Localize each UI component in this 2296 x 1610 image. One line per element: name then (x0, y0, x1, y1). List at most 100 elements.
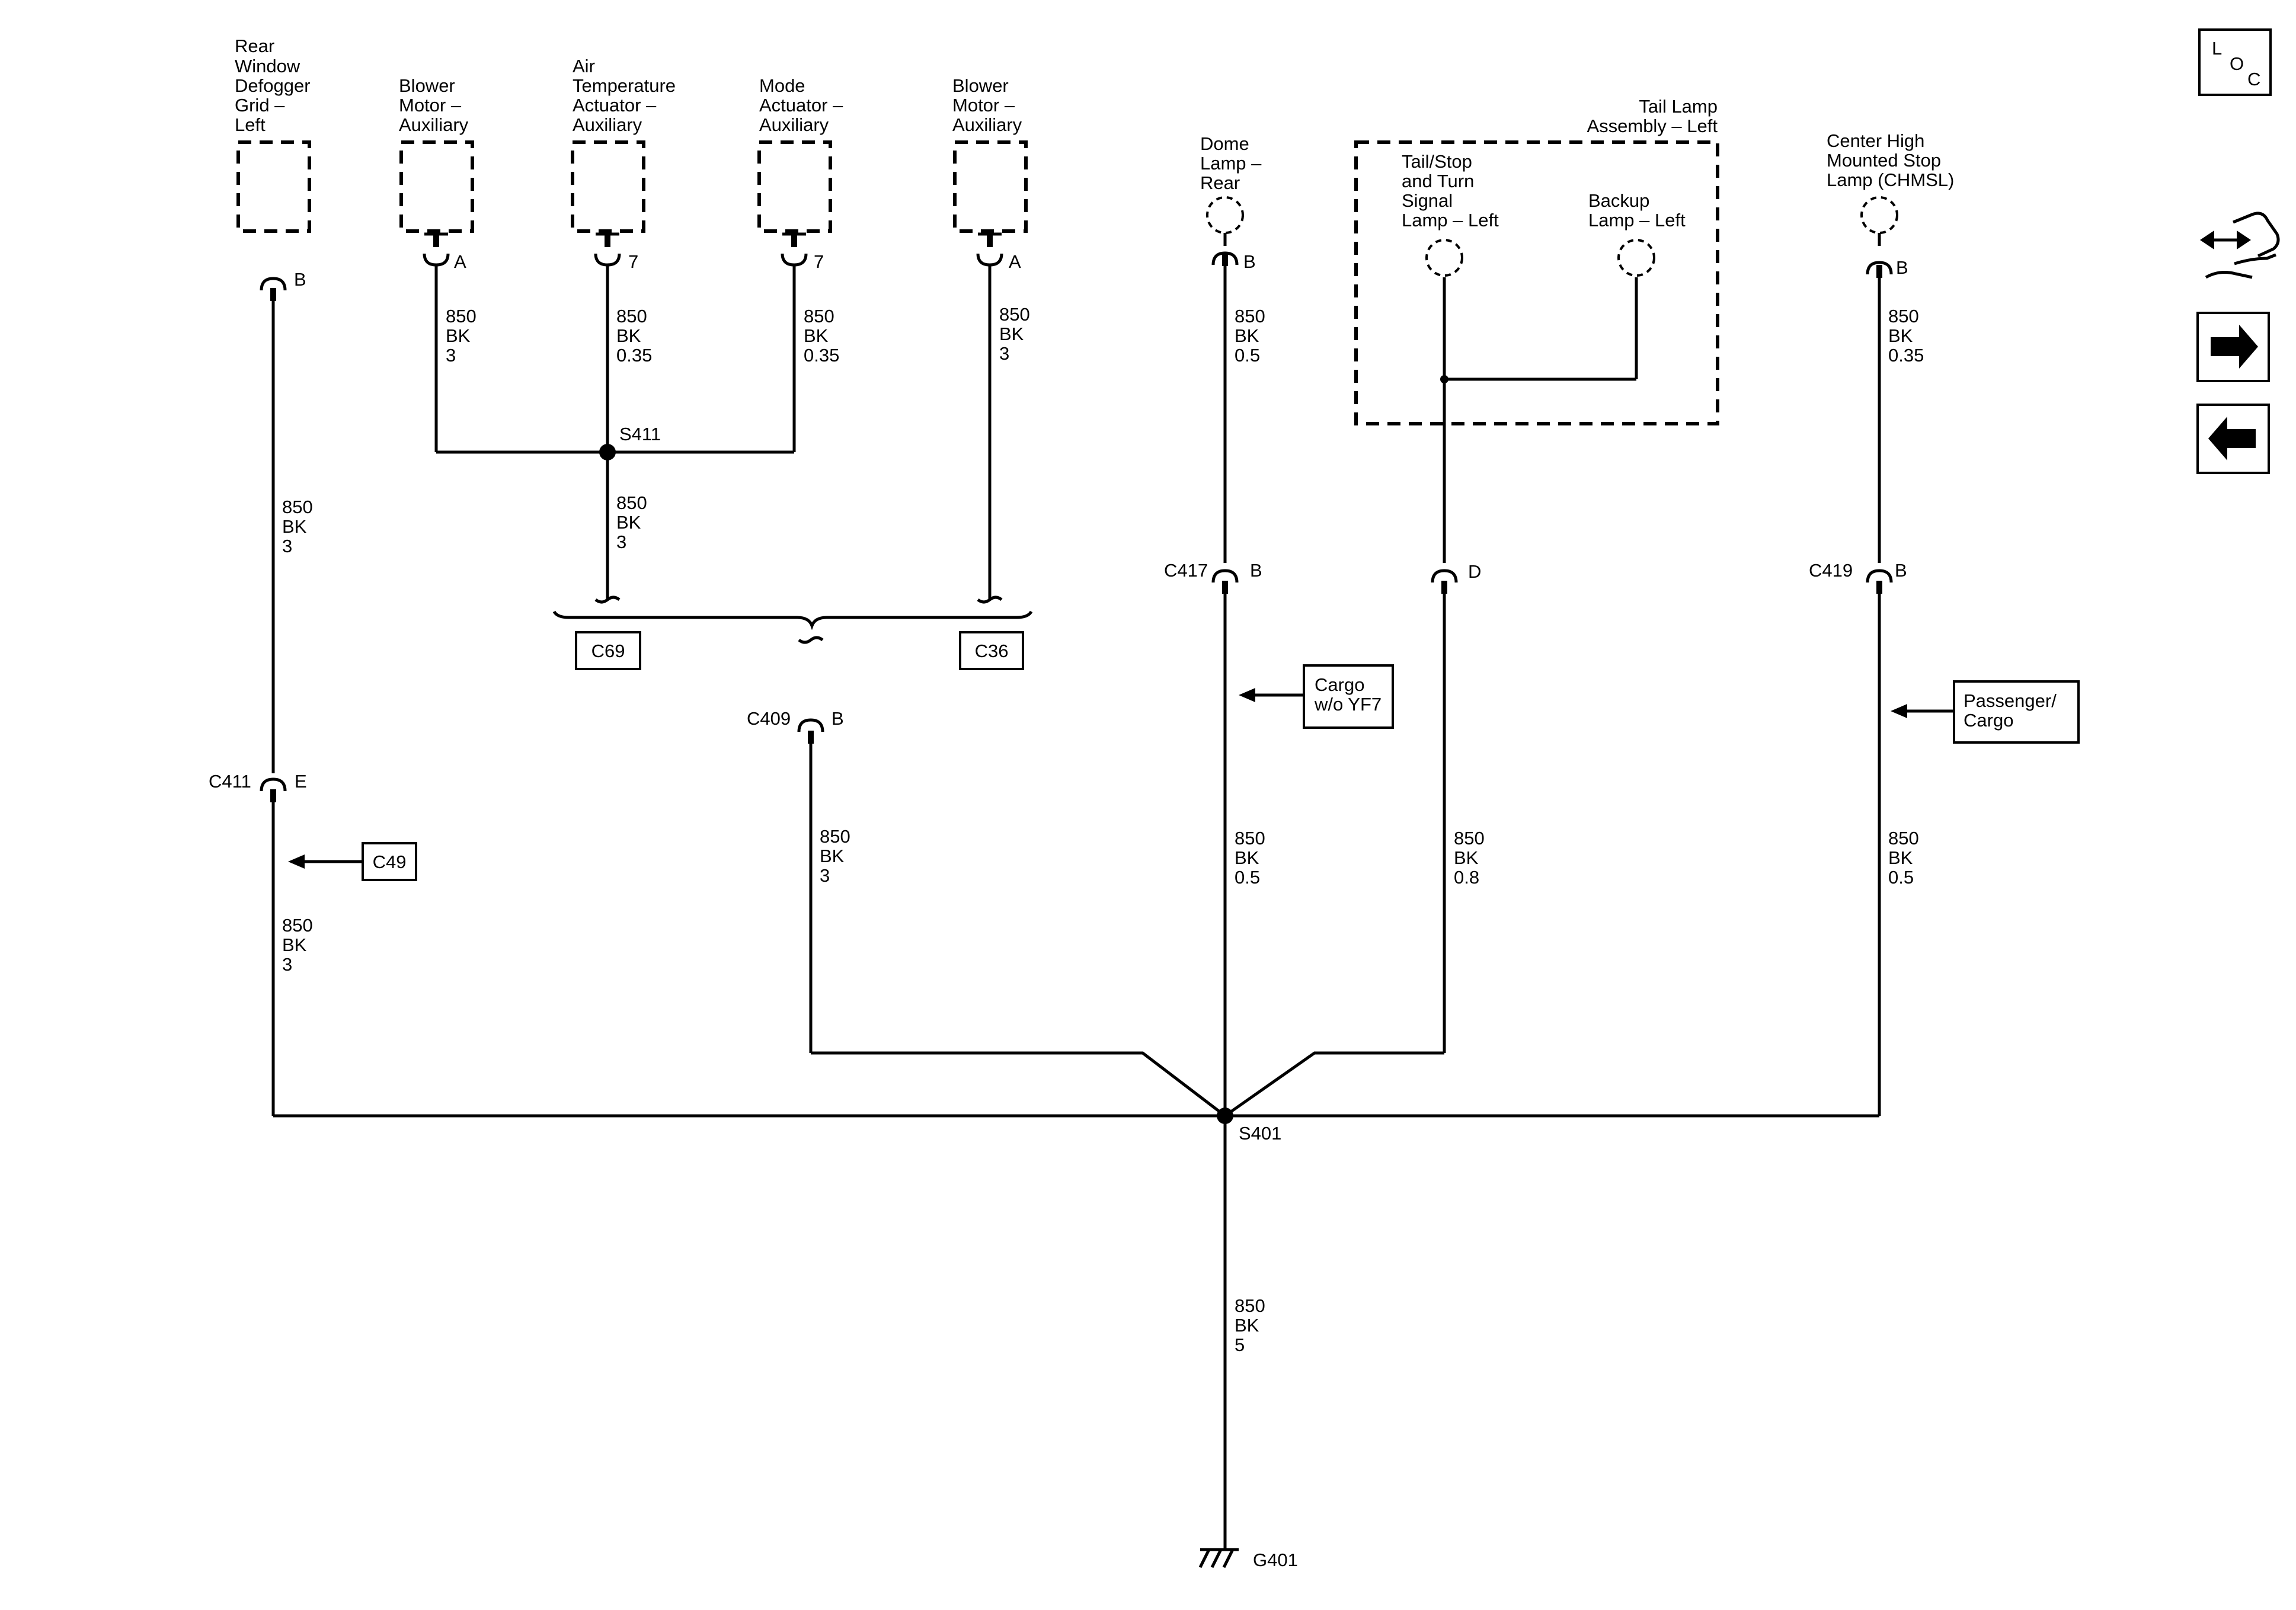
pin-stub-airtemp (594, 232, 621, 267)
prev-page-button[interactable] (2196, 404, 2270, 474)
component-rear-defogger: Rear Window Defogger Grid – Left (235, 36, 311, 233)
pin-blower2: A (1009, 251, 1021, 272)
component-dome-lamp: Dome Lamp – Rear (1200, 133, 1262, 234)
connector-c419-symbol (1866, 569, 1893, 594)
wire-ground-3: 5 (1235, 1334, 1245, 1355)
wire-dome-top-3: 0.5 (1235, 345, 1260, 366)
loc-button[interactable]: L O C (2198, 28, 2272, 96)
pin-stub-blower1 (423, 232, 450, 267)
pin-c417: B (1250, 560, 1262, 581)
wire-mode-2: BK (804, 325, 829, 346)
pin-stub-chmsl (1866, 233, 1893, 278)
splice-s401-label: S401 (1239, 1123, 1281, 1144)
wire-chmsl-top-2: BK (1888, 325, 1913, 346)
wire-c409-out-2: BK (820, 846, 845, 866)
pin-c419: B (1895, 560, 1907, 581)
wire-dome-bottom-1: 850 (1235, 828, 1265, 849)
air-temp-label-1: Air (573, 56, 595, 76)
component-chmsl: Center High Mounted Stop Lamp (CHMSL) (1827, 130, 1954, 234)
rear-defogger-label-1: Rear (235, 36, 274, 56)
loc-letter-o: O (2230, 53, 2244, 74)
harness-brace (552, 596, 1033, 644)
wire-dome-bottom-2: BK (1235, 847, 1259, 868)
blower-aux-2-label-2: Motor – (952, 95, 1015, 116)
arrow-cargo-icon (1239, 688, 1255, 702)
splice-s401-dot (1217, 1108, 1233, 1124)
reference-cargo-label-2: w/o YF7 (1314, 694, 1382, 715)
wire-ground-2: BK (1235, 1315, 1259, 1336)
connector-c417-symbol (1211, 569, 1239, 594)
tail-stop-turn-label-3: Signal (1402, 190, 1453, 211)
component-mode-actuator: Mode Actuator – Auxiliary (757, 75, 843, 233)
mode-actuator-label-2: Actuator – (759, 95, 843, 116)
wire-c409-out-3: 3 (820, 865, 830, 886)
connector-c409-label: C409 (747, 708, 791, 729)
rear-defogger-label-2: Window (235, 56, 300, 76)
wire-blower2-1: 850 (999, 304, 1030, 325)
splices (599, 375, 1448, 1124)
wire-chmsl-top-1: 850 (1888, 306, 1919, 327)
connector-c411-symbol (260, 777, 287, 802)
reference-c49[interactable]: C49 (288, 842, 417, 881)
pin-dome: B (1243, 251, 1256, 272)
wires (271, 265, 1881, 1550)
reference-c36[interactable]: C36 (959, 631, 1024, 670)
wire-s411-out-1: 850 (616, 492, 647, 513)
wire-dome-top-1: 850 (1235, 306, 1265, 327)
pin-tail-d: D (1468, 561, 1481, 582)
ground-label: G401 (1253, 1550, 1298, 1570)
pin-chmsl: B (1896, 257, 1908, 278)
tail-stop-turn-label-4: Lamp – Left (1402, 210, 1499, 231)
reference-c36-label: C36 (975, 641, 1009, 661)
air-temp-label-4: Auxiliary (573, 114, 642, 135)
connector-c417-label: C417 (1164, 560, 1208, 581)
wire-chmsl-top-3: 0.35 (1888, 345, 1924, 366)
loc-letter-l: L (2212, 38, 2222, 59)
wire-airtemp-3: 0.35 (616, 345, 652, 366)
wire-defogger-bottom-1: 850 (282, 915, 313, 936)
wire-chmsl-bottom-3: 0.5 (1888, 867, 1914, 888)
reference-passenger[interactable]: Passenger/ Cargo (1891, 680, 2080, 744)
air-temp-label-3: Actuator – (573, 95, 657, 116)
next-page-button[interactable] (2196, 312, 2270, 382)
wire-defogger-bottom-3: 3 (282, 954, 292, 975)
blower-aux-2-label-3: Auxiliary (952, 114, 1022, 135)
reference-passenger-label-2: Cargo (1964, 710, 2013, 731)
connector-c409-symbol (797, 718, 824, 744)
reference-c49-label: C49 (373, 852, 407, 872)
wire-chmsl-bottom-2: BK (1888, 847, 1913, 868)
mode-actuator-label-3: Auxiliary (759, 114, 829, 135)
arrow-passenger-icon (1891, 704, 1907, 718)
wire-s411-out-3: 3 (616, 532, 626, 552)
component-blower-aux-1: Blower Motor – Auxiliary (399, 75, 474, 233)
air-temp-label-2: Temperature (573, 75, 676, 96)
pin-defogger: B (294, 269, 306, 290)
reference-cargo[interactable]: Cargo w/o YF7 (1239, 664, 1394, 729)
dome-lamp-label-3: Rear (1200, 172, 1240, 193)
backup-lamp-label-2: Lamp – Left (1588, 210, 1686, 231)
component-tail-lamp-assembly: Tail Lamp Assembly – Left Tail/Stop and … (1354, 96, 1719, 425)
ground-symbol (1198, 1548, 1239, 1569)
reference-c69[interactable]: C69 (575, 631, 641, 670)
mode-actuator-label-1: Mode (759, 75, 805, 96)
pin-c409: B (832, 708, 844, 729)
inline-connectors (260, 569, 1893, 802)
wire-blower1-2: BK (446, 325, 471, 346)
wire-chmsl-bottom-1: 850 (1888, 828, 1919, 849)
reference-c69-label: C69 (591, 641, 625, 661)
tail-junction-dot (1440, 375, 1448, 383)
wire-tail-bottom-1: 850 (1454, 828, 1485, 849)
pin-c411: E (295, 771, 307, 792)
arrow-c49-icon (288, 854, 305, 869)
blower-aux-1-label-3: Auxiliary (399, 114, 469, 135)
arrow-left-icon (2208, 417, 2256, 460)
pin-airtemp: 7 (628, 251, 638, 272)
wire-tail-bottom-2: BK (1454, 847, 1479, 868)
rear-defogger-label-4: Grid – (235, 95, 285, 116)
wire-blower1-1: 850 (446, 306, 477, 327)
pin-mode: 7 (814, 251, 824, 272)
tail-stop-turn-label-1: Tail/Stop (1402, 151, 1472, 172)
wire-defogger-bottom-2: BK (282, 934, 307, 955)
connector-swap-icon[interactable] (2200, 212, 2280, 279)
